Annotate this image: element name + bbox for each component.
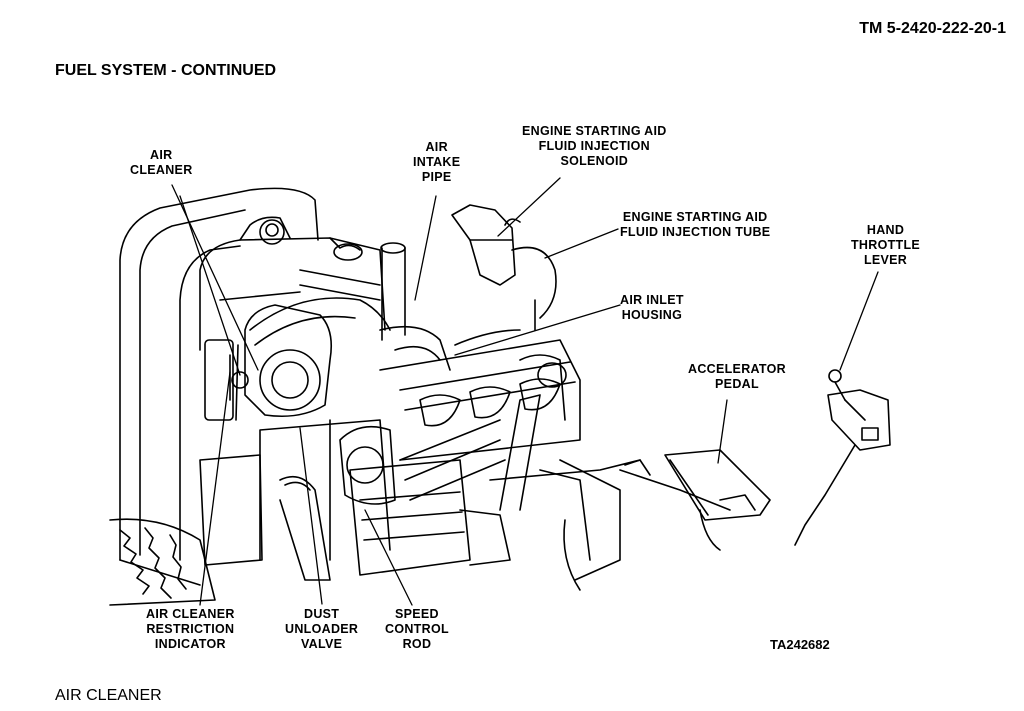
engine-block [200,217,470,575]
label-dust-unloader-valve: DUST UNLOADER VALVE [285,607,359,651]
figure-reference-id: TA242682 [770,637,830,652]
section-title: FUEL SYSTEM - CONTINUED [55,62,277,79]
label-hand-throttle-lever: HAND THROTTLE LEVER [851,223,921,267]
injection-manifold [340,340,580,504]
tire [110,519,215,605]
speed-control-linkage [280,395,640,580]
label-starting-aid-solenoid: ENGINE STARTING AID FLUID INJECTION SOLE… [522,124,667,168]
hand-throttle-assembly [795,370,890,545]
label-air-cleaner: AIR CLEANER [130,148,193,177]
label-accelerator-pedal: ACCELERATOR PEDAL [688,362,786,391]
air-cleaner-canister [205,305,331,420]
document-number: TM 5-2420-222-20-1 [859,20,1006,37]
figure-caption: AIR CLEANER [55,687,162,704]
air-intake-pipe [250,243,450,370]
tubing [455,300,580,590]
label-air-inlet-housing: AIR INLET HOUSING [620,293,684,322]
accelerator-pedal-assembly [620,450,770,550]
label-restriction-indicator: AIR CLEANER RESTRICTION INDICATOR [146,607,235,651]
starting-aid-solenoid [452,205,556,318]
label-starting-aid-tube: ENGINE STARTING AID FLUID INJECTION TUBE [620,210,771,239]
radiator-shroud [120,188,318,585]
leader-lines [172,178,878,605]
label-speed-control-rod: SPEED CONTROL ROD [385,607,449,651]
label-air-intake-pipe: AIR INTAKE PIPE [413,140,461,184]
